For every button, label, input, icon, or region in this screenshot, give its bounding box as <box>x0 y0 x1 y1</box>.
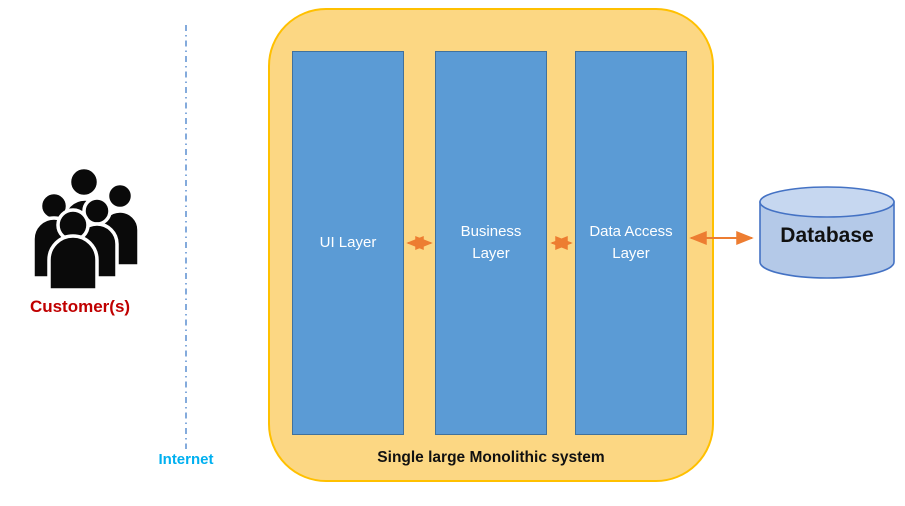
layer-data-access: Data Access Layer <box>575 51 687 435</box>
database-label: Database <box>780 224 874 247</box>
monolith-container: UI Layer Business Layer Data Access Laye… <box>268 8 714 482</box>
internet-boundary-line <box>185 25 187 449</box>
customer-label: Customer(s) <box>29 297 131 316</box>
monolith-caption: Single large Monolithic system <box>377 449 605 466</box>
layer-ui-label: UI Layer <box>319 234 377 252</box>
layer-business-label: Business Layer <box>460 223 522 262</box>
database-cylinder <box>759 186 895 279</box>
customers-icon <box>31 166 140 292</box>
layer-business: Business Layer <box>435 51 547 435</box>
layer-ui: UI Layer <box>292 51 404 435</box>
layer-data-access-label: Data Access Layer <box>589 223 673 262</box>
internet-label: Internet <box>158 451 214 468</box>
